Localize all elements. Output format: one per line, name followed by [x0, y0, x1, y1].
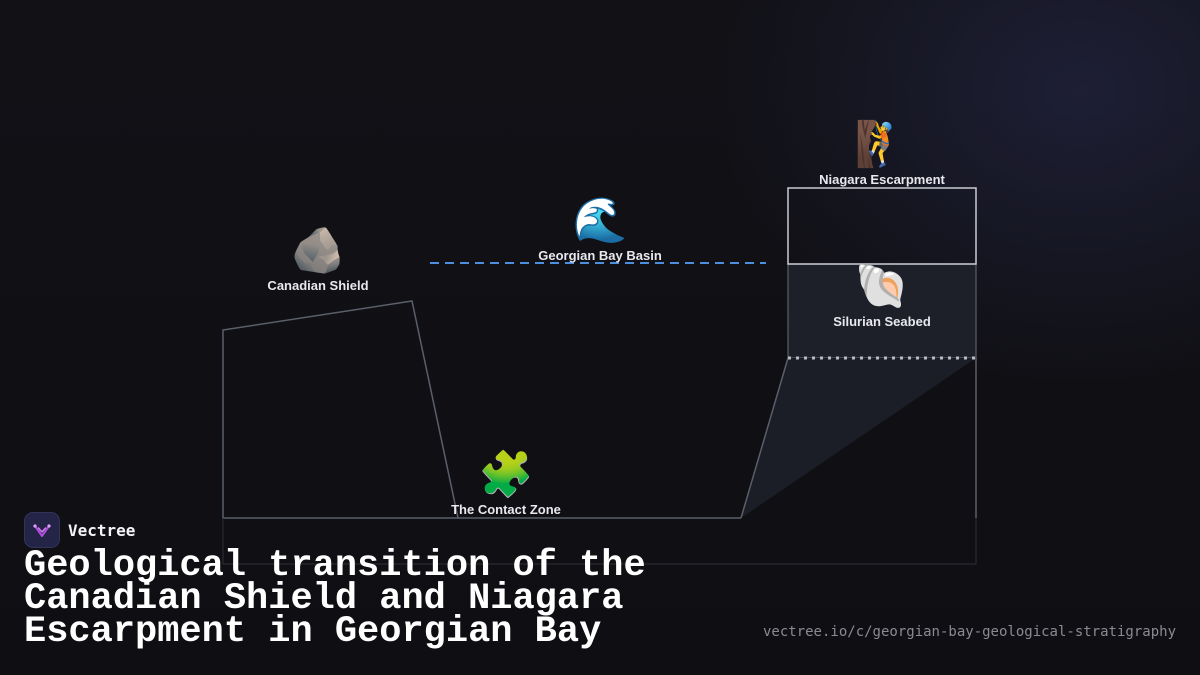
- canadian-shield-label: Canadian Shield: [267, 278, 369, 293]
- contact-zone-label: The Contact Zone: [451, 502, 561, 517]
- source-url[interactable]: vectree.io/c/georgian-bay-geological-str…: [762, 624, 1176, 640]
- silurian-seabed-label: Silurian Seabed: [833, 314, 931, 329]
- wave-icon: 🌊: [572, 195, 628, 246]
- brand-name: Vectree: [68, 520, 136, 540]
- lower-frame-outline: [222, 518, 977, 565]
- niagara-escarpment-box: [787, 187, 977, 265]
- georgian-bay-basin-node: 🌊 Georgian Bay Basin: [538, 196, 662, 264]
- niagara-escarpment-label: Niagara Escarpment: [819, 172, 945, 187]
- puzzle-piece-icon: 🧩: [478, 449, 534, 500]
- vectree-logo-icon: [24, 512, 60, 548]
- escarpment-slope-outline: [740, 357, 977, 519]
- canadian-shield-outline: [222, 300, 459, 519]
- climber-icon: 🧗: [854, 119, 910, 170]
- page-title: Geological transition of the Canadian Sh…: [24, 545, 646, 653]
- rock-icon: 🪨: [290, 225, 346, 276]
- escarpment-slope-wedge: [741, 358, 976, 518]
- brand[interactable]: Vectree: [24, 512, 135, 548]
- canadian-shield-node: 🪨 Canadian Shield: [267, 226, 368, 294]
- silurian-seabed-node: 🐚 Silurian Seabed: [833, 262, 931, 330]
- niagara-escarpment-node: 🧗 Niagara Escarpment: [819, 120, 945, 188]
- contact-zone-node: 🧩 The Contact Zone: [451, 450, 561, 518]
- shell-icon: 🐚: [854, 261, 910, 312]
- georgian-bay-basin-label: Georgian Bay Basin: [538, 248, 662, 263]
